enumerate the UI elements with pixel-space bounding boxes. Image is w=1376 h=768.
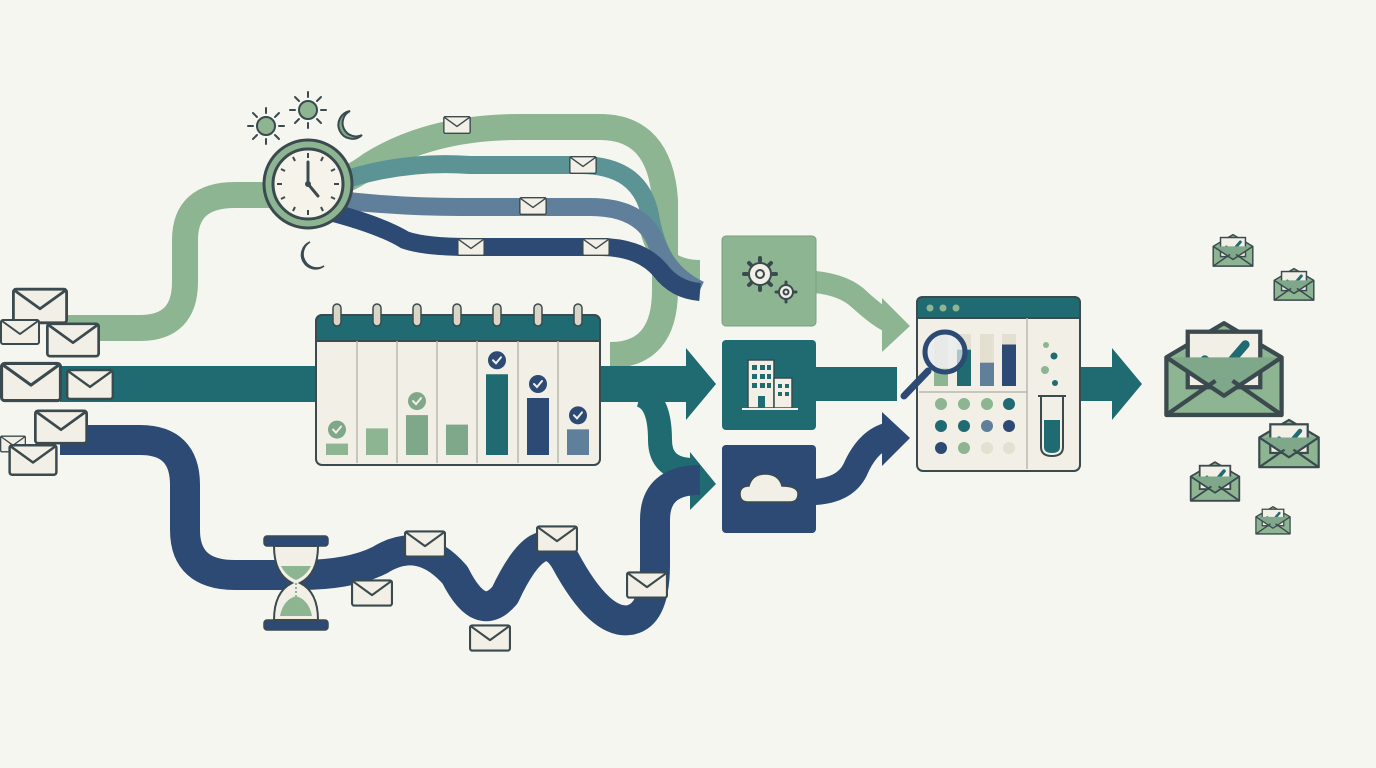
envelope-icon	[469, 624, 511, 652]
envelope-check-icon	[1211, 233, 1255, 268]
check-badge-icon	[408, 392, 426, 411]
hourglass-icon	[263, 535, 329, 631]
check-badge-icon	[488, 351, 506, 370]
timing-icons	[247, 91, 363, 270]
calendar-ring	[412, 303, 422, 327]
calendar-bar	[366, 428, 388, 455]
cloud-icon	[739, 473, 799, 503]
green-top-ribbon	[60, 114, 678, 368]
dashboard-window-icon	[900, 296, 1081, 472]
green-to-dashboard	[813, 271, 895, 333]
building-icon	[742, 359, 798, 410]
calendar-ring	[452, 303, 462, 327]
envelope-icon	[457, 238, 485, 256]
envelope-icon	[569, 156, 597, 174]
calendar-dividers	[356, 341, 559, 463]
calendar-ring	[332, 303, 342, 327]
steel-top-ribbon	[336, 191, 705, 299]
moon-icon	[300, 241, 325, 270]
teal-out-arrow	[1112, 348, 1142, 420]
calendar-ring	[573, 303, 583, 327]
envelope-check-icon	[1191, 462, 1240, 501]
envelope-check-icon	[1166, 323, 1281, 415]
navy-bottom-ribbon	[60, 425, 701, 636]
calendar-rings	[332, 303, 583, 327]
envelope-icon	[351, 579, 393, 607]
calendar-chart-icon	[315, 303, 601, 466]
envelope-icon	[582, 238, 610, 256]
gears-tile	[721, 235, 817, 327]
calendar-ring	[492, 303, 502, 327]
teal-branch-down	[635, 383, 692, 482]
envelope-icon	[0, 318, 40, 346]
calendar-bar	[406, 415, 428, 455]
calendar-bar	[486, 374, 508, 455]
gears-icon	[742, 256, 798, 304]
check-badge-icon	[529, 375, 547, 393]
envelope-icon	[626, 571, 668, 599]
teal-out-ribbon	[1078, 367, 1118, 401]
dashboard-bar	[1002, 344, 1016, 386]
calendar-bar	[567, 429, 589, 455]
envelope-icon	[34, 409, 88, 445]
calendar-bar	[446, 424, 468, 455]
envelope-icon	[66, 368, 114, 401]
teal-to-dashboard	[815, 367, 897, 401]
teal-main-arrow	[686, 348, 716, 420]
dashboard-bar	[980, 362, 994, 386]
cloud-tile	[722, 445, 816, 533]
building-tile	[722, 340, 816, 430]
test-tube-icon	[1038, 342, 1066, 458]
navy-to-dashboard-arrow	[882, 412, 910, 466]
envelope-check-icon	[1259, 420, 1318, 467]
green-to-dashboard-arrow	[882, 298, 910, 352]
envelope-icon	[536, 525, 578, 553]
calendar-ring	[372, 303, 382, 327]
dot-matrix	[935, 398, 1015, 454]
channel-tiles	[721, 235, 817, 533]
dashboard-bar-track	[1002, 334, 1016, 345]
moon-icon	[337, 110, 363, 140]
envelope-icon	[519, 197, 547, 215]
navy-to-dashboard	[813, 422, 894, 505]
envelope-icon	[2, 363, 61, 400]
envelope-check-icon	[1272, 266, 1316, 302]
envelope-icon	[12, 287, 68, 325]
clock-icon	[262, 138, 354, 230]
envelope-icon	[46, 322, 100, 358]
calendar-ring	[533, 303, 543, 327]
check-badge-icon	[569, 406, 587, 425]
magnifier-icon	[900, 329, 968, 400]
delivered-envelopes	[1166, 233, 1318, 536]
dashboard-bar-track	[980, 334, 994, 363]
calendar-bar	[527, 398, 549, 455]
calendar-bars	[326, 351, 589, 455]
envelope-icon	[404, 530, 446, 558]
sun-icon	[247, 107, 285, 145]
sun-icon	[289, 91, 327, 129]
envelope-icon	[8, 444, 58, 476]
calendar-bar	[326, 443, 348, 455]
envelope-icon	[443, 116, 471, 134]
envelope-check-icon	[1254, 505, 1292, 536]
check-badge-icon	[328, 420, 346, 439]
